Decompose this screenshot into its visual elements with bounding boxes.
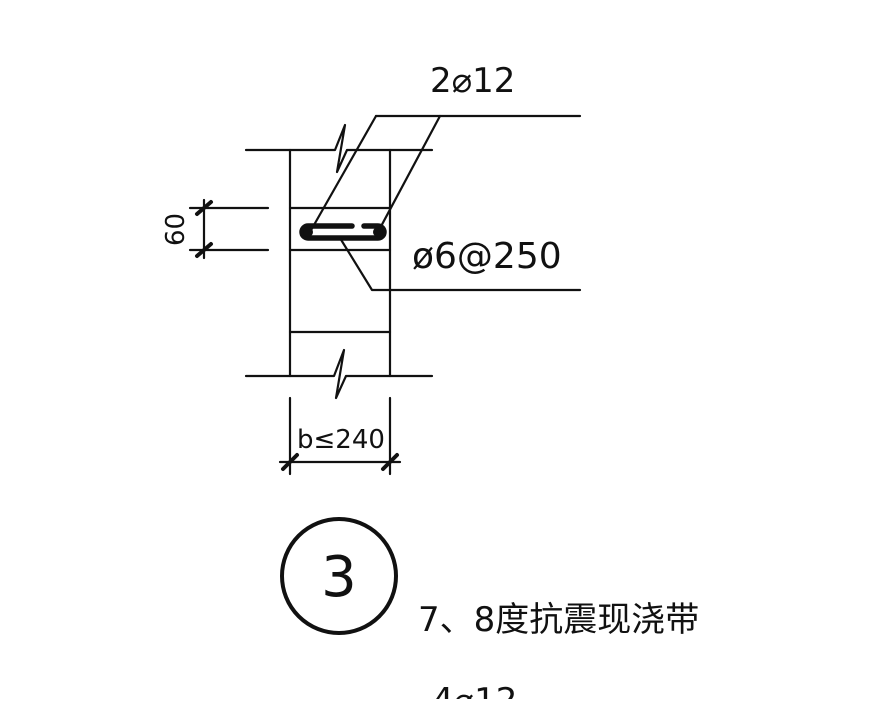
dim60-tick-top — [195, 200, 213, 216]
stirrup-leader — [338, 236, 582, 292]
dimb-tick-right — [381, 453, 399, 471]
next-detail-label: 4⌀12 — [432, 681, 517, 699]
detail-circle — [280, 517, 398, 635]
dimb-tick-left — [281, 453, 299, 471]
caption: 7、8度抗震现浇带 — [418, 600, 699, 640]
rebar-top-label: 2⌀12 — [430, 61, 515, 101]
top-break-line — [244, 123, 434, 174]
stirrup-label: ø6@250 — [412, 236, 562, 277]
rebar-leader-2 — [376, 114, 442, 234]
dim-width-label: b≤240 — [297, 425, 385, 455]
dim60-tick-bottom — [195, 242, 213, 258]
dim-height-label: 60 — [161, 213, 191, 246]
rebar-hook — [299, 223, 387, 241]
bottom-break-line — [244, 348, 434, 400]
rebar-leader-1 — [308, 114, 378, 234]
detail-number: 3 — [321, 545, 357, 610]
